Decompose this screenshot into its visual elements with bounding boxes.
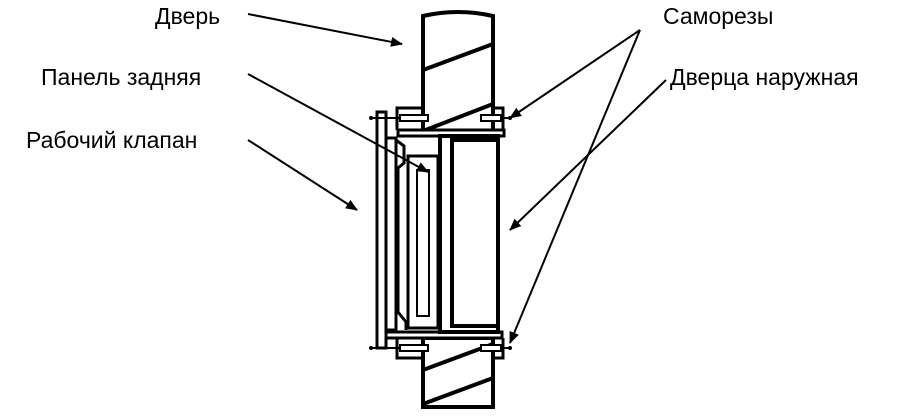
screw-bottom-right bbox=[480, 344, 512, 352]
label-working-valve: Рабочий клапан bbox=[26, 127, 198, 153]
arrow-working-valve bbox=[247, 139, 358, 211]
arrow-outer-door bbox=[509, 79, 667, 231]
door-bottom-section bbox=[421, 336, 495, 409]
back-panel bbox=[406, 154, 440, 330]
label-back-panel: Панель задняя bbox=[41, 64, 202, 90]
label-door: Дверь bbox=[155, 3, 221, 29]
label-screws: Саморезы bbox=[663, 3, 774, 29]
label-outer-door: Дверца наружная bbox=[670, 64, 859, 90]
arrow-back-panel bbox=[247, 73, 429, 173]
screw-bottom-left bbox=[369, 344, 429, 352]
door-top-hatching bbox=[423, 42, 493, 131]
arrow-door bbox=[247, 13, 403, 47]
arrow-screw-top bbox=[509, 29, 641, 119]
leader-arrows bbox=[247, 13, 667, 344]
door-top-section bbox=[421, 10, 495, 133]
screw-top-right bbox=[480, 114, 512, 122]
outer-door bbox=[438, 134, 500, 334]
arrow-screw-bottom bbox=[509, 29, 641, 344]
screws bbox=[369, 114, 512, 352]
screw-top-left bbox=[369, 114, 429, 122]
